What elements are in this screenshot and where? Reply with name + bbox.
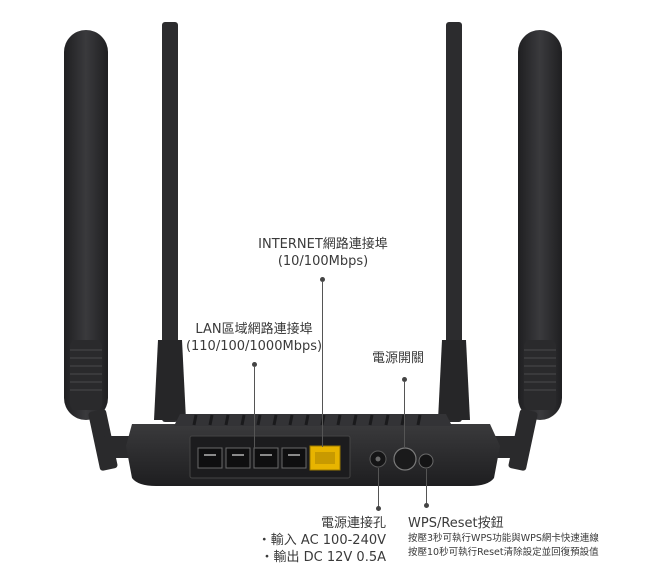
- wps-callout-line: [426, 469, 427, 505]
- power-switch-callout-line: [404, 381, 405, 448]
- internet-callout-line: [322, 281, 323, 447]
- wps-reset-line2: 按壓10秒可執行Reset清除設定並回復預設值: [408, 547, 599, 558]
- lan-ports-spec: (110/100/1000Mbps): [185, 339, 323, 354]
- power-jack-label: 電源連接孔 ・輸入 AC 100-240V ・輸出 DC 12V 0.5A: [252, 515, 386, 566]
- lan-ports-label: LAN區域網路連接埠 (110/100/1000Mbps): [180, 321, 328, 355]
- internet-port-label: INTERNET網路連接埠 (10/100Mbps): [248, 236, 398, 270]
- antenna-inner-right: [438, 22, 470, 422]
- power-switch: [393, 447, 417, 471]
- lan-ports-title: LAN區域網路連接埠: [195, 322, 313, 337]
- power-jack-callout-line: [378, 468, 379, 508]
- lan-callout-dot: [252, 362, 257, 367]
- power-switch-callout-dot: [402, 377, 407, 382]
- wps-reset-label: WPS/Reset按鈕 按壓3秒可執行WPS功能與WPS網卡快速連線 按壓10秒…: [408, 515, 599, 560]
- power-jack-callout-dot: [376, 506, 381, 511]
- lan-callout-line: [254, 366, 255, 448]
- antenna-inner-left: [154, 22, 186, 422]
- antenna-left: [64, 30, 150, 471]
- wps-reset-line1: 按壓3秒可執行WPS功能與WPS網卡快速連線: [408, 533, 599, 544]
- wps-reset-title: WPS/Reset按鈕: [408, 516, 504, 531]
- power-jack-input: ・輸入 AC 100-240V: [257, 533, 386, 548]
- internet-callout-dot: [320, 277, 325, 282]
- power-jack-title: 電源連接孔: [320, 516, 386, 531]
- lan-ports: [197, 447, 307, 469]
- internet-port: [309, 445, 341, 471]
- antenna-right: [478, 30, 562, 471]
- wps-reset-button: [418, 453, 434, 469]
- power-jack-output: ・輸出 DC 12V 0.5A: [260, 550, 387, 565]
- internet-port-spec: (10/100Mbps): [277, 254, 369, 269]
- power-jack: [369, 450, 387, 468]
- wps-callout-dot: [424, 503, 429, 508]
- power-switch-label: 電源開關: [372, 351, 425, 366]
- internet-port-title: INTERNET網路連接埠: [258, 237, 388, 252]
